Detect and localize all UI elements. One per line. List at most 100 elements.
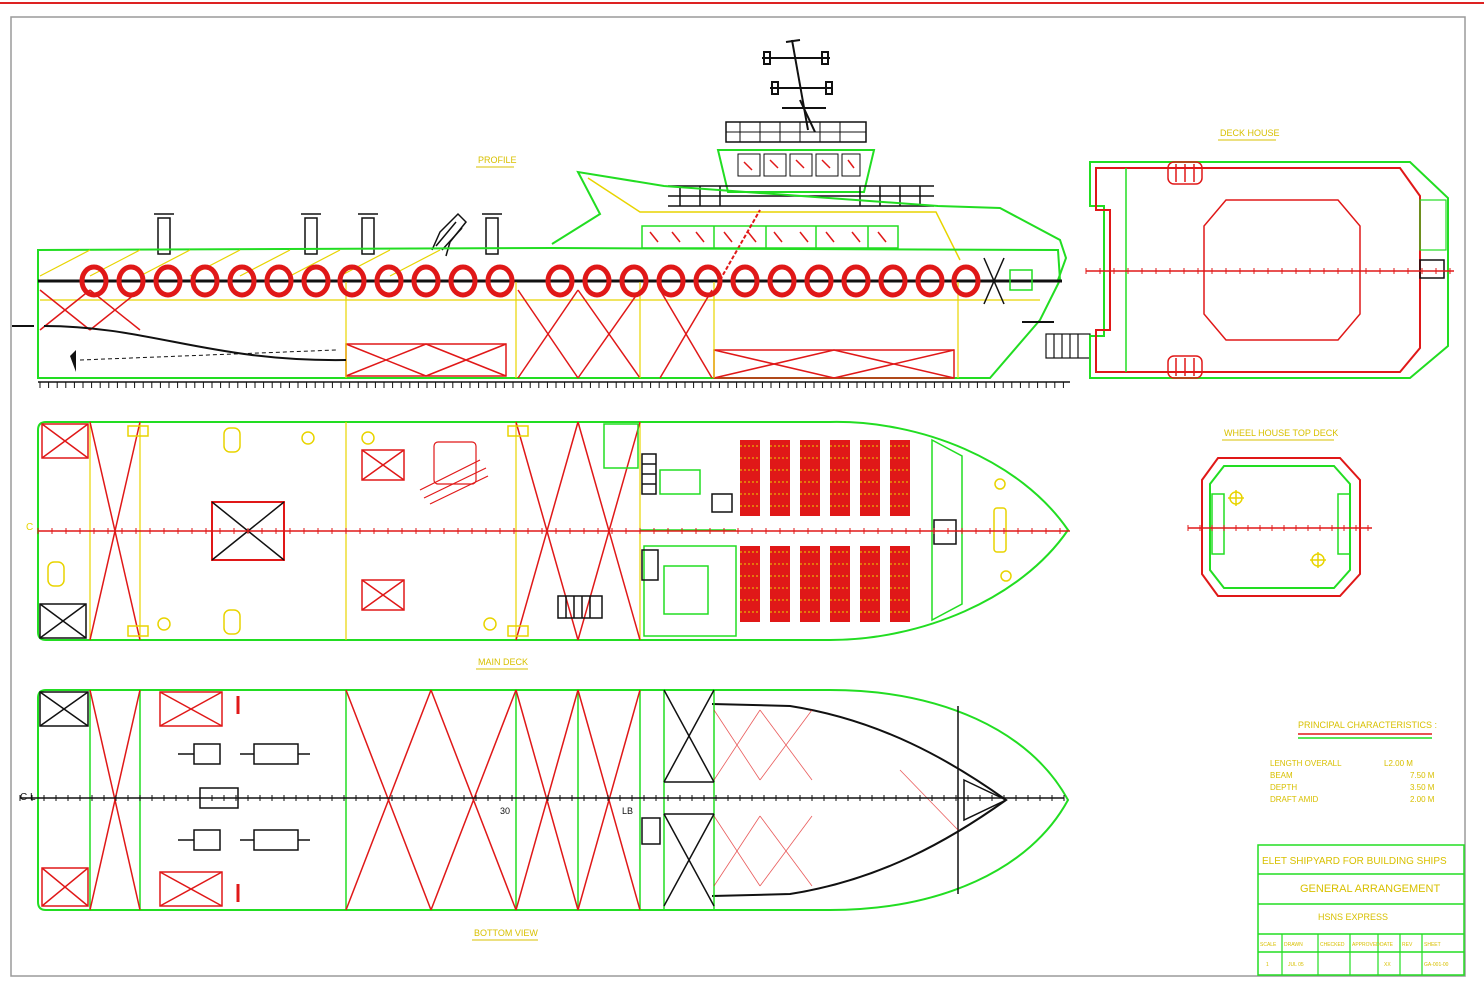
bulwark-yellow-frames [39,249,1040,301]
tb-header-2: CHECKED [1320,942,1345,948]
drawing-frame [10,16,1466,977]
life-ring [411,264,441,298]
char-name-2: DEPTH [1270,783,1297,792]
wheelhouse-windows [737,153,861,177]
rudder [70,350,76,372]
wheelhouse-top-console-left [1211,493,1225,555]
char-value-3: 2.00 M [1410,795,1435,804]
deck-house-stairs [1167,161,1203,379]
tb-header-6: SHEET [1424,942,1441,948]
seat-block [830,440,850,516]
characteristics-heading: PRINCIPAL CHARACTERISTICS : [1298,720,1437,730]
char-name-0: LENGTH OVERALL [1270,759,1342,768]
life-ring [190,264,220,298]
seat-block-fill [800,546,820,622]
main-deck-bollards [47,425,529,637]
frame-30-label: 30 [500,806,510,816]
bottom-view: C L 30 LB [19,689,1070,911]
seat-block-fill [860,440,880,516]
life-ring [79,264,109,298]
title-vessel: HSNS EXPRESS [1318,912,1388,922]
seat-block-fill [890,440,910,516]
life-ring [448,264,478,298]
boarding-ladder [1045,333,1091,359]
view-labels: PROFILE DECK HOUSE WHEEL HOUSE TOP DECK … [472,128,1338,941]
char-name-1: BEAM [1270,771,1293,780]
seat-block [770,546,790,622]
main-deck-hull [37,420,1070,641]
profile-frame-scale [38,381,1070,388]
engines [178,743,310,851]
title-drawing: GENERAL ARRANGEMENT [1300,883,1440,895]
deck-house-outer [1089,161,1449,379]
profile-bulkheads [345,282,959,378]
deck-crane [431,212,468,257]
deck-house-view [1085,161,1454,379]
wheelhouse-top-console-right [1337,493,1351,555]
life-ring [545,264,575,298]
profile-compartments [39,289,955,379]
vent-pipes [154,213,502,255]
seat-block-fill [800,440,820,516]
seat-block [860,440,880,516]
tb-cell-1: JUL 05 [1288,962,1304,968]
life-ring [730,264,760,298]
seat-block-fill [770,546,790,622]
bottom-chine [711,703,1008,897]
main-deck-view [37,420,1070,641]
tb-header-5: REV [1402,942,1413,948]
bow-equipment [993,478,1012,582]
seat-block-fill [830,546,850,622]
life-ring [915,264,945,298]
wheelhouse-top-view [1187,457,1372,597]
seat-block-fill [770,440,790,516]
seat-block-fill [890,546,910,622]
wheelhouse-top-centerline [1187,525,1372,531]
life-ring [485,264,515,298]
life-ring [878,264,908,298]
bottom-hull [37,689,1070,911]
tb-header-1: DRAWN [1284,942,1303,948]
deck-house-label: DECK HOUSE [1220,128,1280,138]
wheelhouse-top-lights [1228,490,1326,568]
deck-house-bench [1419,199,1447,251]
seat-block [740,546,760,622]
bottom-ladder [641,817,661,845]
seat-block [860,546,880,622]
tb-cell-0: 1 [1266,962,1269,968]
passenger-seating [740,440,910,622]
seat-block [740,440,760,516]
wheelhouse-outline [716,149,876,193]
deck-house-centerline [1085,268,1454,274]
life-ring [264,264,294,298]
tb-header-3: APPROVED [1352,942,1380,948]
frame-lb-label: LB [622,806,633,816]
char-name-3: DRAFT AMID [1270,795,1319,804]
char-value-1: 7.50 M [1410,771,1435,780]
superstructure-outline [551,170,1068,281]
crane-plan [419,441,489,505]
seat-block [890,440,910,516]
superstructure-inner [587,177,961,261]
bottom-tanks [41,689,641,911]
seat-block [800,546,820,622]
wheel-house-top-deck-label: WHEEL HOUSE TOP DECK [1224,428,1338,438]
tb-header-0: SCALE [1260,942,1277,948]
seat-block-fill [830,440,850,516]
centerline-label-bottom: C L [20,792,36,803]
tb-cell-4: XX [1384,962,1391,968]
propeller-shaft [43,325,347,362]
life-ring [227,264,257,298]
wheelhouse-top-inner [1209,465,1351,589]
bottom-bulkheads [89,690,715,910]
bow-anchor-box [983,257,1033,305]
life-ring [767,264,797,298]
title-block: ELET SHIPYARD FOR BUILDING SHIPS GENERAL… [1257,844,1465,976]
centerline-label-main: C [26,522,33,533]
life-ring [582,264,612,298]
seat-block-fill [740,546,760,622]
life-ring [301,264,331,298]
life-ring [337,264,367,298]
profile-hull [37,246,1062,379]
